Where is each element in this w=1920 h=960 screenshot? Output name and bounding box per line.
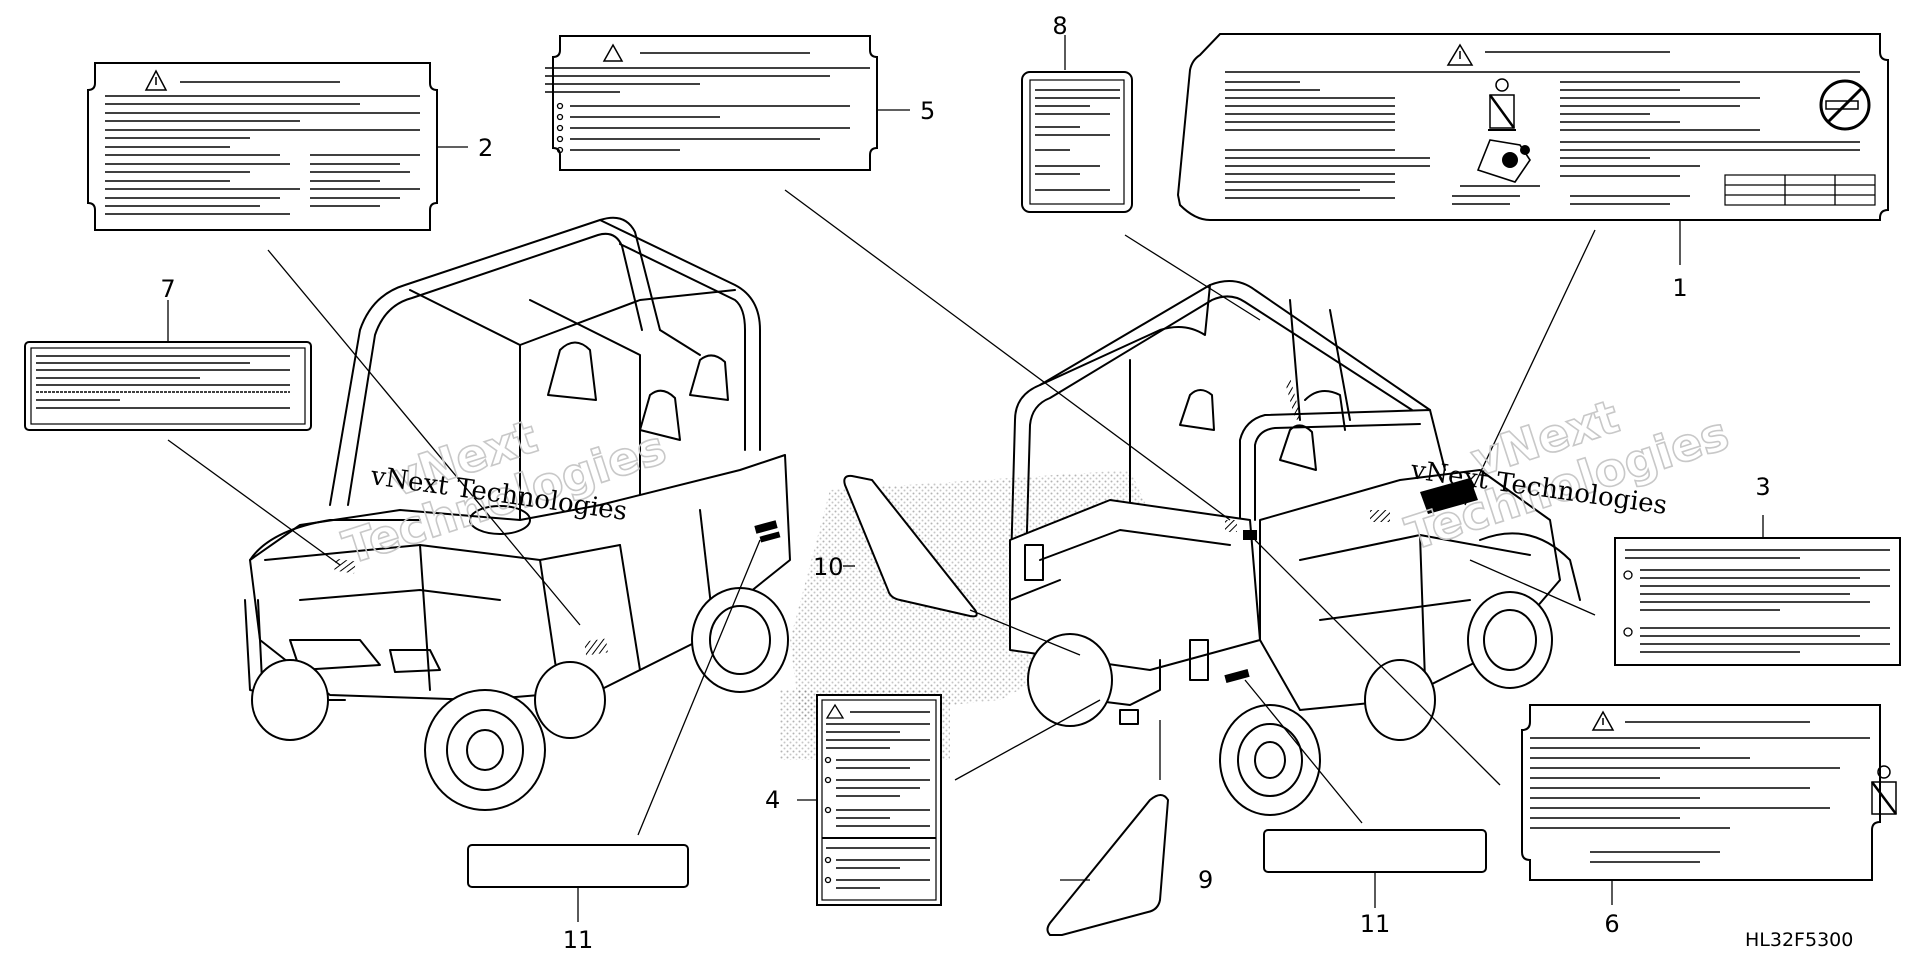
seatbelt-icon: [1871, 765, 1897, 815]
warning-triangle-icon: [144, 69, 168, 91]
callout-10: 10: [813, 553, 844, 581]
diagram-code: HL32F5300: [1745, 929, 1853, 951]
label-2: [87, 62, 438, 231]
callout-6: 6: [1604, 910, 1619, 938]
vehicle-rear-view: [1009, 280, 1581, 816]
warning-triangle-icon: [1591, 710, 1615, 731]
label-5: [545, 35, 878, 171]
callout-3: 3: [1755, 473, 1770, 501]
warning-triangle-icon: [602, 43, 624, 62]
label-8: [1021, 71, 1133, 213]
label-7: [24, 341, 312, 431]
label-9: [1046, 794, 1170, 936]
callout-11-right: 11: [1360, 910, 1391, 938]
label-1: [1176, 33, 1889, 221]
warning-triangle-icon: [1446, 43, 1474, 66]
seatbelt-icon: [1488, 78, 1516, 131]
label-11-right: [1263, 829, 1487, 873]
callout-9: 9: [1198, 866, 1213, 894]
callout-11-left: 11: [563, 926, 594, 954]
label-3: [1614, 537, 1901, 666]
label-10: [843, 474, 978, 618]
label-6: [1521, 704, 1897, 881]
callout-8: 8: [1052, 12, 1067, 40]
warning-triangle-icon: [825, 703, 845, 719]
label-4: [816, 694, 942, 906]
leader-lines: [167, 35, 1764, 922]
callout-numbers: 8 2 5 1 7 3 10 4 6 9 11 11: [160, 12, 1770, 954]
label-11-left: [467, 844, 689, 888]
no-smoking-icon: [1819, 79, 1871, 131]
vehicle-front-view: [244, 216, 791, 811]
callout-7: 7: [160, 275, 175, 303]
callout-4: 4: [765, 786, 780, 814]
callout-1: 1: [1672, 274, 1687, 302]
rollover-icon: [1452, 139, 1540, 205]
callout-5: 5: [920, 97, 935, 125]
callout-2: 2: [478, 134, 493, 162]
